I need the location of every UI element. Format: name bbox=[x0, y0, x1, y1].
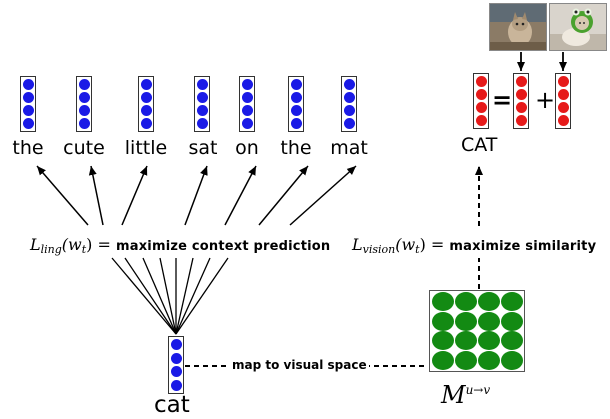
ctx-arrow-3 bbox=[121, 165, 148, 226]
word-vector-mat bbox=[341, 76, 357, 132]
matrix-label: Mu→v bbox=[441, 381, 491, 409]
plus-sign: + bbox=[535, 86, 556, 114]
ctx-arrow-2 bbox=[88, 165, 104, 226]
context-word-little: little bbox=[124, 137, 168, 159]
word-vector-the-1 bbox=[20, 76, 36, 132]
word-vector-cute bbox=[76, 76, 92, 132]
context-word-mat: mat bbox=[330, 137, 368, 159]
vision-loss-math: Lvision(wt) = bbox=[352, 235, 445, 256]
vision-loss-text: maximize similarity bbox=[449, 239, 597, 254]
vision-loss-formula: Lvision(wt) = maximize similarity bbox=[352, 235, 596, 260]
context-word-sat: sat bbox=[188, 137, 218, 159]
ling-loss-math: Lling(wt) = bbox=[30, 235, 111, 256]
ling-loss-formula: Lling(wt) = maximize context prediction bbox=[30, 235, 330, 260]
word-vector-the-2 bbox=[288, 76, 304, 132]
context-word-the-1: the bbox=[12, 137, 44, 159]
ctx-arrow-7 bbox=[289, 165, 357, 226]
ling-loss-text: maximize context prediction bbox=[115, 239, 331, 254]
equals-sign: = bbox=[492, 86, 513, 114]
context-word-on: on bbox=[235, 137, 259, 159]
ctx-arrow-4 bbox=[184, 165, 208, 226]
word-vector-on bbox=[239, 76, 255, 132]
image1-visual-vector bbox=[513, 73, 529, 129]
context-word-the-2: the bbox=[280, 137, 312, 159]
mapping-matrix bbox=[429, 290, 525, 372]
fan-lines bbox=[111, 257, 229, 335]
cat-photo bbox=[489, 3, 547, 51]
concept-word-label: CAT bbox=[461, 134, 498, 156]
image2-visual-vector bbox=[555, 73, 571, 129]
word-vector-little bbox=[138, 76, 154, 132]
ctx-arrow-5 bbox=[224, 165, 257, 226]
concept-visual-vector bbox=[473, 73, 489, 129]
word-vector-sat bbox=[194, 76, 210, 132]
ctx-arrow-6 bbox=[258, 165, 309, 226]
center-word-label: cat bbox=[154, 392, 190, 418]
center-word-vector bbox=[168, 336, 184, 394]
ctx-arrow-1 bbox=[36, 165, 89, 226]
context-word-cute: cute bbox=[63, 137, 105, 159]
map-to-visual-space-label: map to visual space bbox=[230, 358, 369, 372]
cat-in-frog-hat-photo bbox=[549, 3, 607, 51]
